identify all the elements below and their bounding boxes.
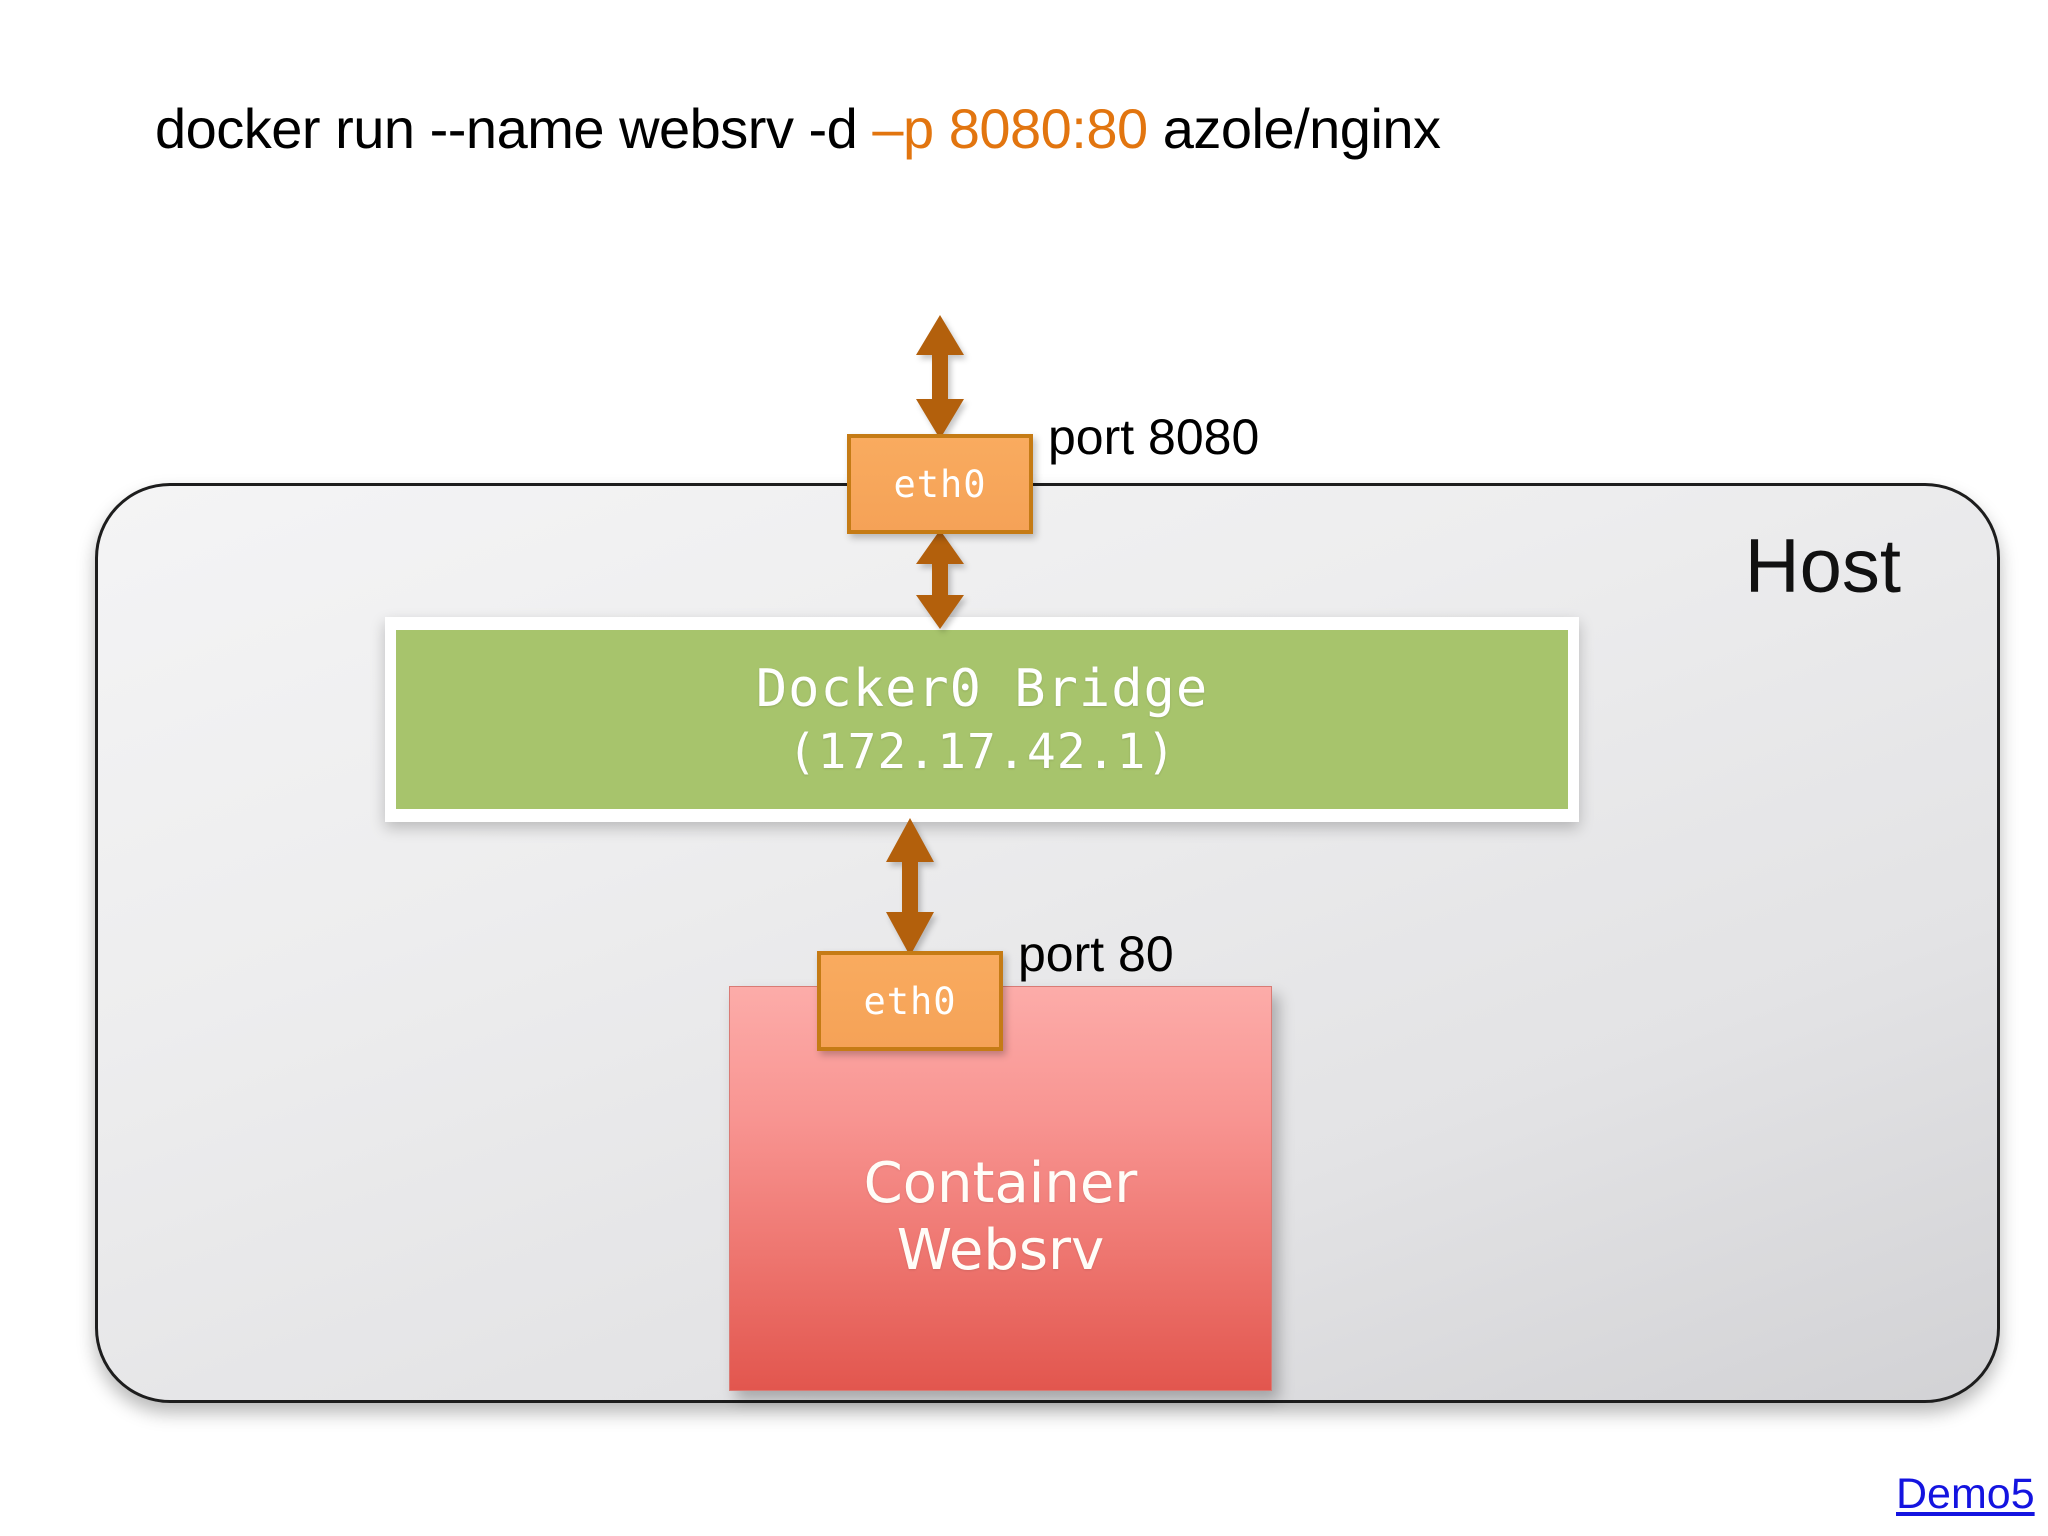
arrow-bridge-to-container-eth0-icon xyxy=(886,818,934,956)
command-suffix: azole/nginx xyxy=(1147,97,1441,160)
port-8080-label: port 8080 xyxy=(1048,409,1260,465)
command-prefix: docker run --name websrv -d xyxy=(155,97,873,160)
command-line: docker run --name websrv -d –p 8080:80 a… xyxy=(155,96,1441,161)
docker0-bridge-ip: (172.17.42.1) xyxy=(787,724,1177,780)
docker0-bridge-fill: Docker0 Bridge (172.17.42.1) xyxy=(396,630,1568,809)
docker0-bridge-box: Docker0 Bridge (172.17.42.1) xyxy=(385,617,1579,822)
container-label-line1: Container xyxy=(863,1151,1138,1217)
arrow-external-to-host-eth0-icon xyxy=(916,315,964,439)
eth0-host-interface-box: eth0 xyxy=(847,434,1033,534)
container-websrv-box: Container Websrv xyxy=(729,986,1272,1391)
port-80-label: port 80 xyxy=(1018,926,1174,982)
docker0-bridge-title: Docker0 Bridge xyxy=(755,659,1209,719)
demo5-link[interactable]: Demo5 xyxy=(1896,1470,2035,1518)
container-label-line2: Websrv xyxy=(896,1217,1105,1283)
host-label: Host xyxy=(1744,524,1901,609)
eth0-container-interface-box: eth0 xyxy=(817,951,1003,1051)
eth0-host-label: eth0 xyxy=(893,462,987,506)
arrow-host-eth0-to-bridge-icon xyxy=(916,530,964,629)
eth0-container-label: eth0 xyxy=(863,979,957,1023)
command-port-flag: –p 8080:80 xyxy=(872,97,1148,160)
